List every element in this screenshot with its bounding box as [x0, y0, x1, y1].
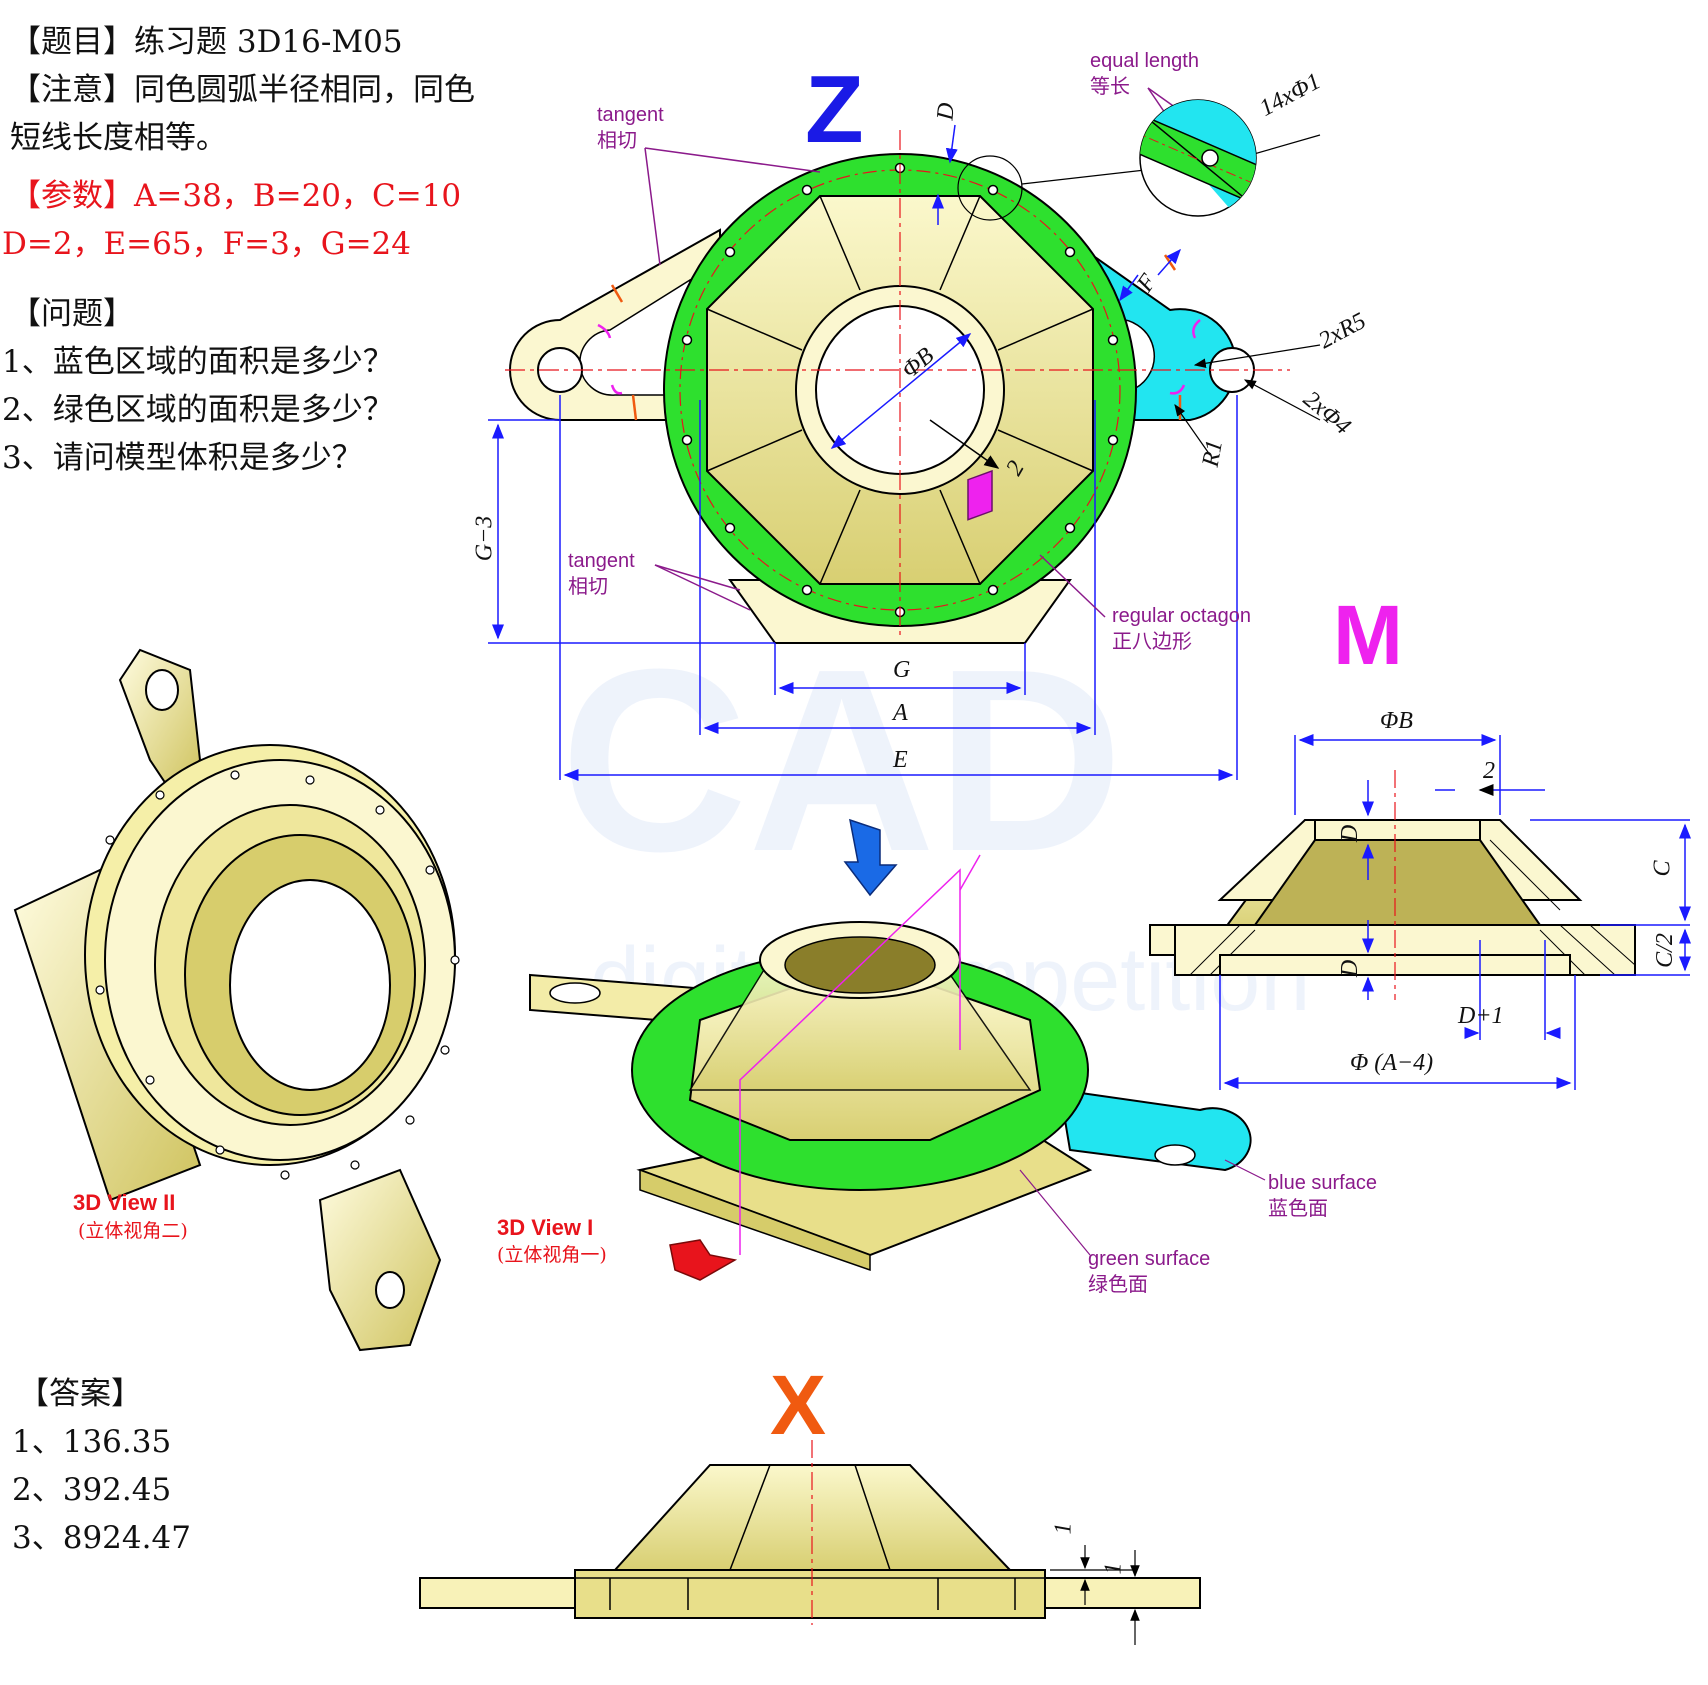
front-view-x: [419, 1440, 1201, 1645]
dim-d-m1: D: [1337, 824, 1364, 843]
question-2: 2、绿色区域的面积是多少？: [2, 392, 394, 428]
dim-one-x1: 1: [1050, 1522, 1077, 1535]
view1-subtitle: (立体视角一): [497, 1244, 607, 1266]
dim-g: G: [893, 657, 911, 683]
answer-2: 2、392.45: [12, 1472, 172, 1508]
problem-note-line2: 短线长度相等。: [10, 120, 227, 156]
section-view: [1149, 734, 1691, 1090]
view2-subtitle: (立体视角二): [78, 1220, 188, 1242]
callout-green-surface-zh: 绿色面: [1088, 1274, 1148, 1296]
callout-regular-octagon-en: regular octagon: [1112, 605, 1251, 627]
callout-blue-surface-en: blue surface: [1268, 1172, 1377, 1194]
problem-note-line1: 【注意】同色圆弧半径相同，同色: [10, 72, 475, 108]
answer-1: 1、136.35: [12, 1424, 172, 1460]
dim-d-m2: D: [1337, 959, 1364, 978]
callout-regular-octagon-zh: 正八边形: [1112, 631, 1192, 653]
top-view: [488, 87, 1321, 781]
callout-green-surface-en: green surface: [1088, 1248, 1211, 1270]
svg-text:CAD: CAD: [560, 616, 1123, 906]
problem-title: 【题目】练习题 3D16-M05: [10, 24, 403, 60]
dim-c: C: [1649, 860, 1676, 877]
dim-r1: R1: [1197, 438, 1228, 469]
answers-header: 【答案】: [18, 1376, 142, 1412]
callout-tangent-bottom-en: tangent: [568, 550, 635, 572]
view1-isometric: [529, 469, 1266, 1281]
problem-params-line2: D=2，E=65，F=3，G=24: [2, 226, 411, 262]
dim-wall-2-m: 2: [1483, 758, 1495, 784]
callout-tangent-top-en: tangent: [597, 104, 664, 126]
dim-e: E: [893, 747, 908, 773]
dim-g-minus-3: G−3: [471, 515, 498, 562]
dim-one-x2: 1: [1100, 1562, 1127, 1575]
detail-magnifier: [1139, 99, 1257, 217]
callout-equal-length-zh: 等长: [1090, 76, 1130, 98]
callout-blue-surface-zh: 蓝色面: [1268, 1198, 1328, 1220]
view-letter-m: M: [1333, 588, 1403, 682]
callout-tangent-top-zh: 相切: [597, 130, 637, 152]
view2-title: 3D View II: [73, 1190, 176, 1215]
dim-c-half: C/2: [1651, 933, 1678, 968]
dim-a: A: [893, 700, 908, 726]
question-3: 3、请问模型体积是多少？: [2, 440, 363, 476]
dim-phib-m: ΦB: [1380, 708, 1413, 734]
view1-title: 3D View I: [497, 1215, 594, 1240]
callout-tangent-bottom-zh: 相切: [568, 576, 608, 598]
callout-equal-length-en: equal length: [1090, 50, 1199, 72]
view-letter-z: Z: [805, 56, 864, 163]
dim-phi-a-minus-4: Φ (A−4): [1350, 1050, 1434, 1076]
answer-3: 3、8924.47: [12, 1520, 191, 1556]
view2-isometric: [13, 648, 460, 1352]
questions-header: 【问题】: [10, 296, 134, 332]
view-letter-x: X: [770, 1358, 827, 1452]
question-1: 1、蓝色区域的面积是多少？: [2, 344, 394, 380]
dim-d-plus-1: D+1: [1458, 1003, 1504, 1029]
problem-params-line1: 【参数】A=38，B=20，C=10: [10, 178, 462, 214]
dim-d-top: D: [932, 101, 960, 122]
